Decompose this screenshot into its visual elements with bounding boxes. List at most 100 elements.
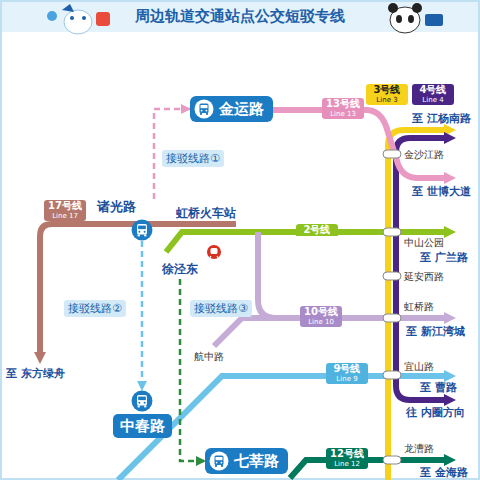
title-bar: 周边轨道交通站点公交短驳专线 bbox=[0, 6, 480, 26]
bus-icon bbox=[131, 219, 153, 241]
stop-name: 七莘路 bbox=[234, 452, 279, 471]
line-art-part bbox=[388, 3, 398, 13]
direction-label: 至 新江湾城 bbox=[406, 324, 465, 339]
station-label: 龙漕路 bbox=[404, 442, 434, 456]
line-badge-sub: Line 17 bbox=[44, 212, 86, 221]
route-label: 接驳线路① bbox=[162, 150, 224, 167]
line-4 bbox=[396, 138, 446, 270]
bus-window bbox=[138, 226, 146, 230]
line-10 bbox=[214, 318, 278, 346]
line-10 bbox=[258, 232, 446, 318]
line-art-part bbox=[383, 150, 401, 158]
bus-wheel bbox=[215, 465, 217, 467]
direction-label: 往 内圈方向 bbox=[406, 405, 465, 420]
bus-stop-node: 徐泾东 bbox=[160, 257, 200, 279]
direction-label: 至 广兰路 bbox=[420, 250, 468, 265]
bus-stop-node: 诸光路 bbox=[97, 199, 159, 241]
line-art-part bbox=[70, 16, 74, 20]
bus-light bbox=[221, 462, 223, 464]
line-badge: 17号线 bbox=[44, 200, 86, 212]
stop-name: 诸光路 bbox=[97, 199, 159, 215]
line-badge-sub: Line 4 bbox=[412, 96, 454, 105]
bus-icon bbox=[131, 390, 153, 412]
stop-name: 金运路 bbox=[219, 100, 264, 119]
station-label: 虹桥火车站 bbox=[176, 205, 236, 222]
line-art-part bbox=[408, 15, 414, 23]
line-badge: 2号线 bbox=[296, 224, 338, 236]
line-badge-sub: Line 12 bbox=[326, 460, 368, 469]
direction-label: 至 曹路 bbox=[420, 380, 457, 395]
bus-light bbox=[138, 231, 140, 233]
station-label: 宜山路 bbox=[404, 360, 434, 374]
direction-label: 至 东方绿舟 bbox=[6, 366, 65, 381]
line-art-part bbox=[383, 272, 401, 280]
line-art-part bbox=[396, 15, 402, 23]
station-label: 延安西路 bbox=[404, 270, 444, 284]
direction-label: 至 金海路 bbox=[420, 465, 468, 480]
bus-wheel bbox=[221, 465, 223, 467]
bus-window bbox=[216, 457, 223, 460]
line-art-part bbox=[64, 10, 92, 34]
bus-body bbox=[137, 395, 147, 405]
title-text: 周边轨道交通站点公交短驳专线 bbox=[135, 7, 345, 25]
line-badge-sub: Line 9 bbox=[326, 375, 368, 384]
line-art-part bbox=[383, 228, 401, 236]
line-17 bbox=[40, 224, 236, 354]
line-3 bbox=[388, 130, 446, 480]
line-art-part bbox=[209, 256, 219, 259]
line-art-part bbox=[211, 248, 218, 254]
bus-wheel bbox=[206, 113, 208, 115]
stop-box: 中春路 bbox=[113, 414, 172, 438]
bus-icon bbox=[194, 99, 214, 119]
bus-wheel bbox=[138, 234, 140, 236]
bus-light bbox=[144, 402, 146, 404]
bus-icon-ground bbox=[132, 220, 153, 241]
line-art-part bbox=[207, 245, 221, 259]
station-label: 虹桥路 bbox=[404, 300, 434, 314]
station-label: 中山公园 bbox=[404, 236, 444, 250]
station-label: 金沙江路 bbox=[404, 148, 444, 162]
line-art-part bbox=[82, 16, 86, 20]
line-badge: 10号线 bbox=[300, 306, 342, 318]
line-badge-sub: Line 13 bbox=[322, 110, 364, 119]
line-art-part bbox=[383, 371, 401, 379]
bus-icon-ground bbox=[195, 100, 214, 119]
bus-icon-holder bbox=[131, 219, 153, 241]
bus-icon bbox=[209, 451, 229, 471]
line-art-part bbox=[412, 3, 422, 13]
bus-window bbox=[138, 397, 146, 401]
direction-label: 至 江杨南路 bbox=[412, 111, 471, 126]
bus-body bbox=[215, 456, 224, 466]
line-badge: 9号线 bbox=[326, 363, 368, 375]
bus-light bbox=[206, 110, 208, 112]
bus-wheel bbox=[138, 405, 140, 407]
mascot-right bbox=[388, 3, 443, 33]
bus-light bbox=[144, 231, 146, 233]
mascot-left bbox=[47, 4, 110, 34]
shuttle-route bbox=[141, 241, 144, 390]
route-label: 接驳线路② bbox=[64, 300, 126, 317]
bus-wheel bbox=[144, 234, 146, 236]
direction-label: 至 世博大道 bbox=[412, 184, 471, 199]
station-name: 徐泾东 bbox=[162, 262, 198, 276]
bus-stop-node: 中春路 bbox=[113, 390, 172, 438]
bus-window bbox=[201, 105, 208, 108]
bus-icon-ground bbox=[132, 391, 153, 412]
line-badge: 3号线 bbox=[366, 84, 408, 96]
bus-icon-ground bbox=[210, 452, 229, 471]
station-markers bbox=[383, 150, 401, 464]
bus-wheel bbox=[144, 405, 146, 407]
bus-wheel bbox=[200, 113, 202, 115]
route-label: 接驳线路③ bbox=[190, 300, 252, 317]
line-art-part bbox=[62, 4, 74, 12]
bus-light bbox=[216, 462, 218, 464]
bus-stop-node: 金运路 bbox=[190, 96, 273, 122]
line-art-part bbox=[47, 11, 57, 21]
line-badge: 13号线 bbox=[322, 98, 364, 110]
line-badge: 12号线 bbox=[326, 448, 368, 460]
line-art-part bbox=[383, 456, 401, 464]
line-art-part bbox=[425, 14, 443, 26]
